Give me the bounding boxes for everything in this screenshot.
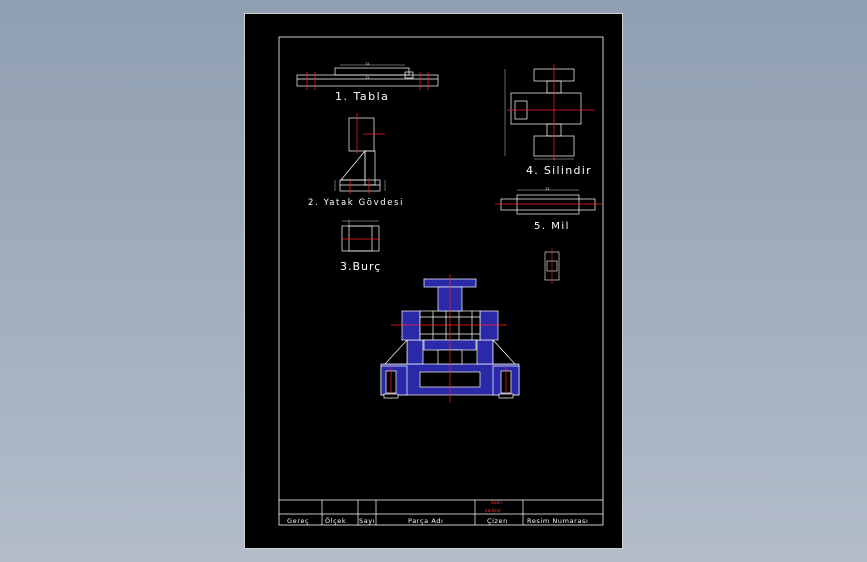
inner-border bbox=[278, 36, 604, 526]
part-tabla-view bbox=[296, 64, 439, 90]
title-gerec: Gereç bbox=[287, 517, 309, 525]
title-sayi: Sayı bbox=[359, 517, 375, 525]
part-label-mil: 5. Mil bbox=[534, 221, 570, 232]
part-burc-view bbox=[341, 220, 380, 252]
title-cizen: Çizen bbox=[487, 517, 508, 525]
part-label-silindir: 4. Silindir bbox=[526, 164, 592, 177]
mil-dim-label: 12 bbox=[545, 187, 549, 191]
title-olcek: Ölçek bbox=[325, 516, 346, 525]
tabla-dim-label-2: 12 bbox=[365, 76, 369, 80]
part-yatak-view bbox=[334, 113, 386, 194]
title-red-line2: kontrol bbox=[485, 508, 501, 514]
part-silindir-view bbox=[504, 64, 595, 160]
title-block bbox=[279, 499, 603, 525]
part-label-tabla: 1. Tabla bbox=[335, 90, 389, 103]
title-red-line1: Sekil bbox=[491, 500, 502, 506]
part-mil-view bbox=[495, 189, 602, 215]
title-parca-adi: Parça Adı bbox=[408, 517, 443, 525]
detail-view bbox=[544, 248, 560, 284]
tabla-dim-label: 12 bbox=[365, 62, 369, 66]
part-label-yatak: 2. Yatak Gövdesi bbox=[308, 198, 404, 208]
drawing-sheet: 12 12 1. Tabla 2. Yatak Gövdesi 3.Burç bbox=[244, 13, 623, 549]
title-resim-numarasi: Resim Numarası bbox=[527, 517, 588, 525]
part-label-burc: 3.Burç bbox=[340, 260, 381, 273]
assembly-section-view bbox=[380, 274, 520, 402]
cad-drawing: 12 12 1. Tabla 2. Yatak Gövdesi 3.Burç bbox=[278, 36, 604, 526]
